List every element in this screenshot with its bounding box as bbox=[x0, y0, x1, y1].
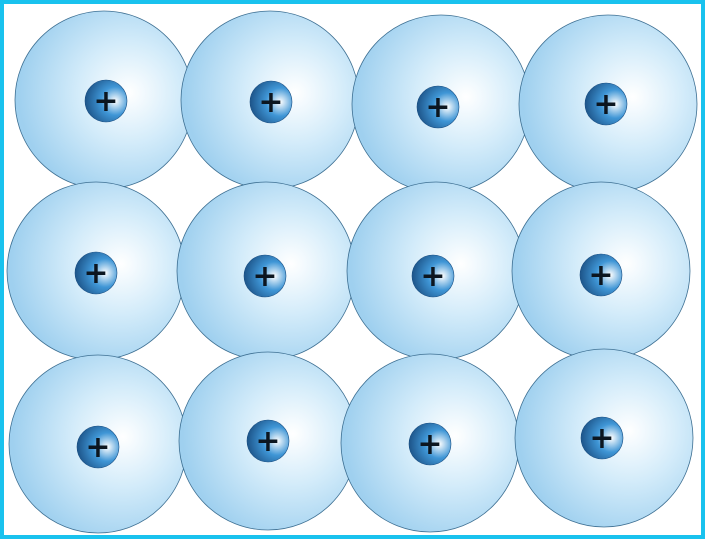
plus-charge-label: + bbox=[85, 430, 110, 465]
plus-charge-label: + bbox=[83, 256, 108, 291]
plus-charge-label: + bbox=[589, 421, 614, 456]
plus-charge-label: + bbox=[417, 427, 442, 462]
plus-charge-label: + bbox=[588, 258, 613, 293]
plus-charge-label: + bbox=[258, 85, 283, 120]
positive-ion: + bbox=[585, 83, 627, 125]
positive-ion: + bbox=[409, 423, 451, 465]
plus-charge-label: + bbox=[93, 84, 118, 119]
plus-charge-label: + bbox=[593, 87, 618, 122]
positive-ion: + bbox=[250, 81, 292, 123]
plus-charge-label: + bbox=[255, 424, 280, 459]
positive-ion: + bbox=[581, 417, 623, 459]
positive-ion: + bbox=[580, 254, 622, 296]
positive-ion: + bbox=[85, 80, 127, 122]
plus-charge-label: + bbox=[425, 90, 450, 125]
positive-ion: + bbox=[247, 420, 289, 462]
positive-ion: + bbox=[244, 255, 286, 297]
positive-ion: + bbox=[75, 252, 117, 294]
plus-charge-label: + bbox=[252, 259, 277, 294]
positive-ion: + bbox=[412, 255, 454, 297]
plus-charge-label: + bbox=[420, 259, 445, 294]
positive-ion: + bbox=[77, 426, 119, 468]
positive-ion: + bbox=[417, 86, 459, 128]
